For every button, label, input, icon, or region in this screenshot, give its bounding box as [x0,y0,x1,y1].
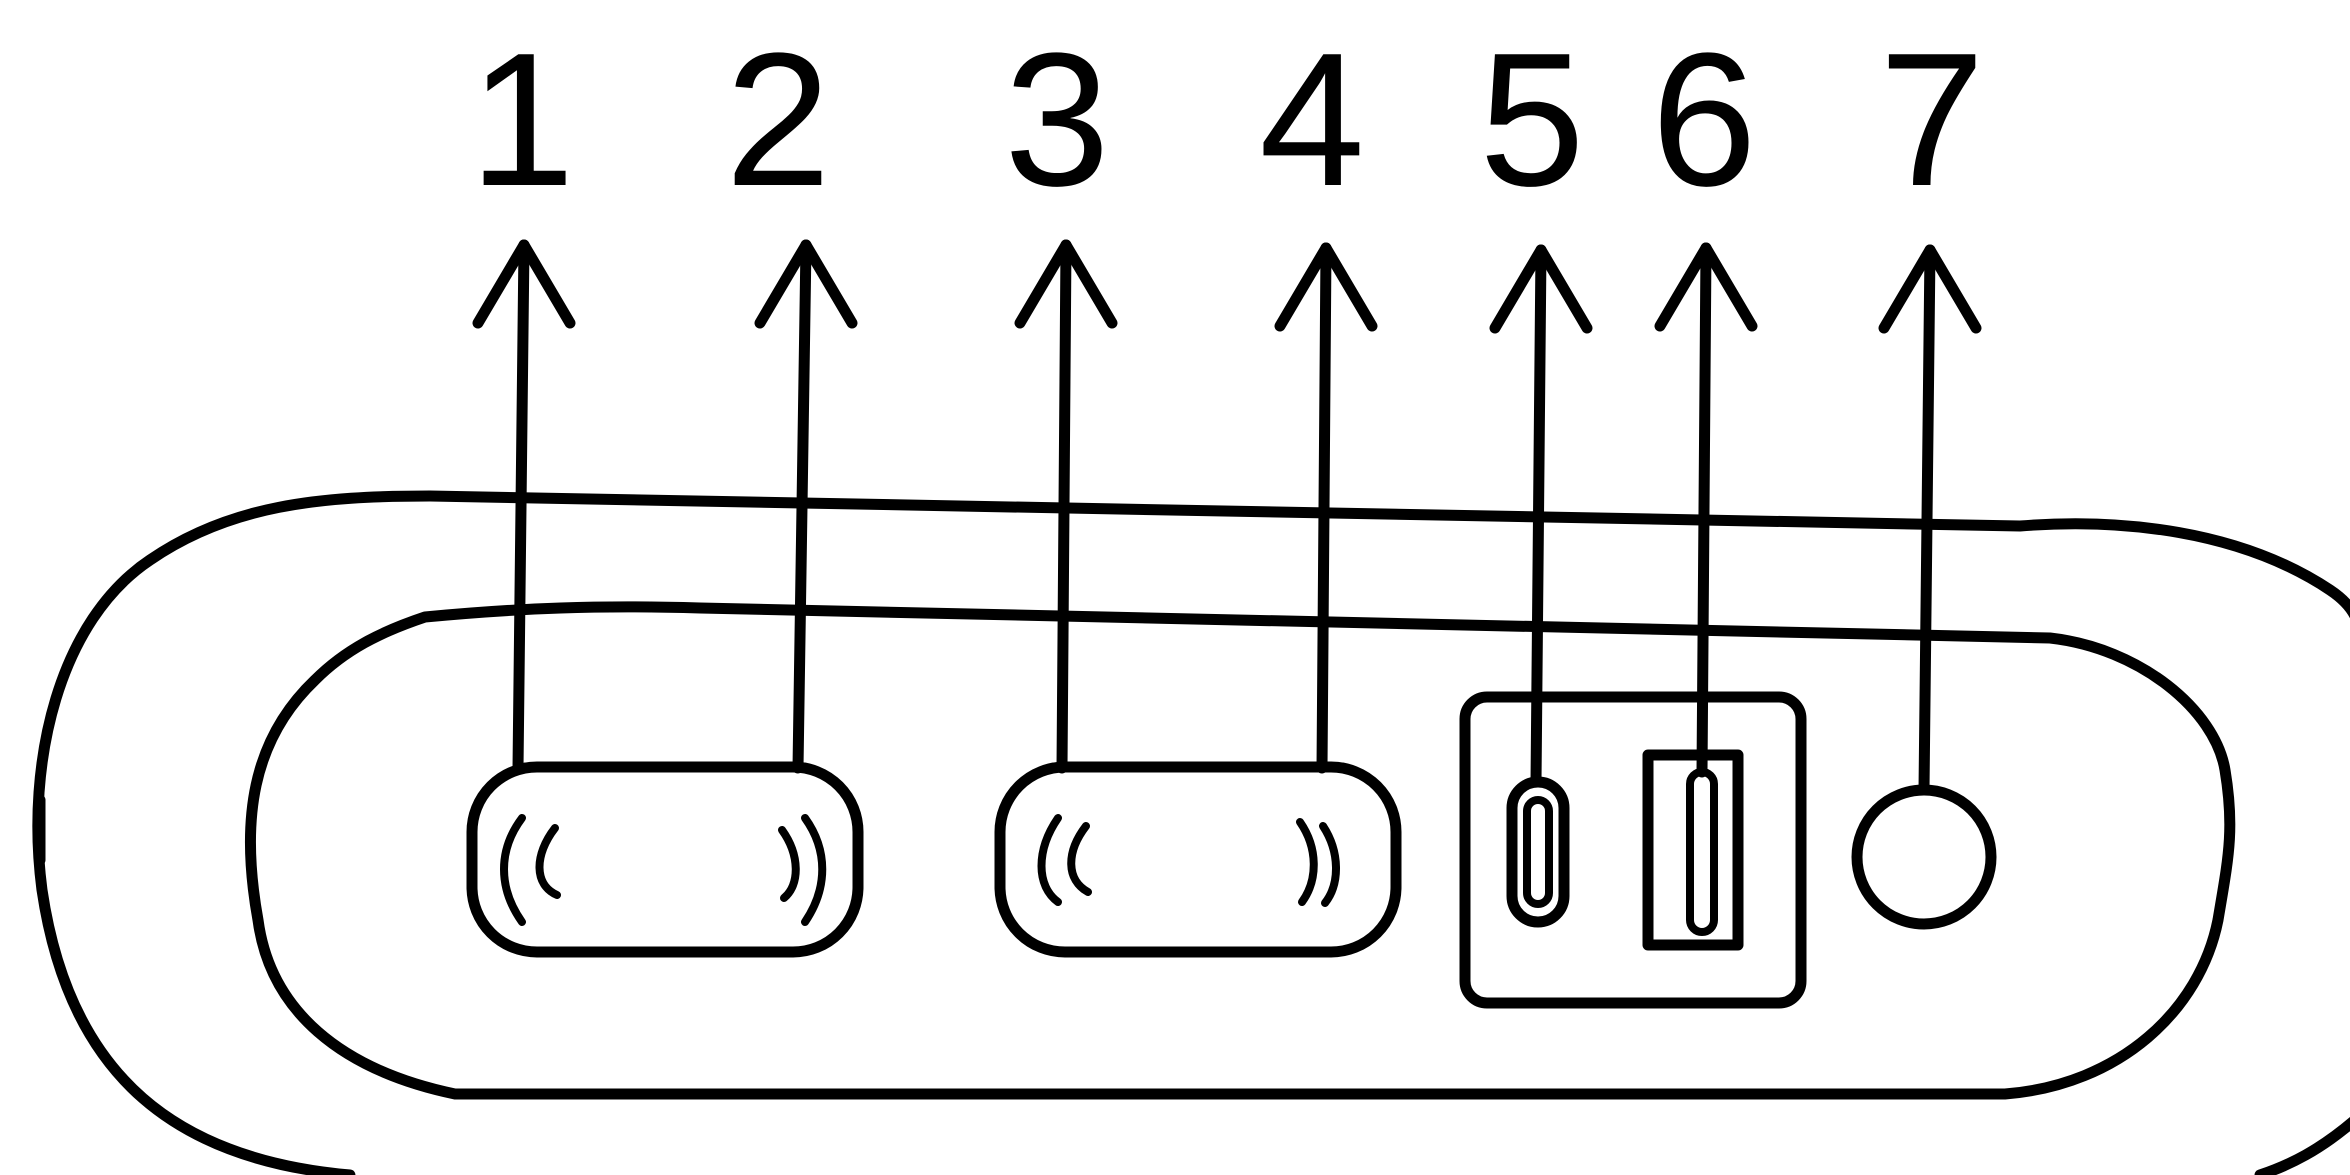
callout-arrow-4 [1316,242,1332,774]
callout-arrows [472,239,1982,796]
device-housing-outer-bottom [2254,1117,2350,1175]
wireless-signal-icon [1067,822,1092,896]
wireless-signal-icon [778,826,800,902]
callout-label-3: 3 [1004,14,1110,226]
callout-arrow-3 [1056,239,1072,774]
arrow-head-icon [1489,244,1593,334]
callout-label-2: 2 [725,14,831,226]
callout-arrow-7 [1918,244,1936,796]
callout-label-1: 1 [469,14,575,226]
arrow-head-icon [1654,242,1758,332]
callout-arrow-2 [792,239,812,774]
usb-c-port-inner [1523,796,1553,908]
callout-arrow-6 [1696,242,1712,778]
usb-a-port-inner [1686,768,1718,936]
usb-port-housing [1459,691,1807,1009]
arrow-head-icon [1878,244,1982,334]
wireless-signal-icon [1037,814,1062,906]
wireless-pad-right [994,761,1402,958]
arrow-head-icon [1274,242,1378,332]
device-housing-outer [32,490,2350,1175]
wireless-signal-icon [535,824,561,899]
wireless-signal-icon [801,814,827,926]
callout-label-5: 5 [1479,14,1585,226]
power-button [1851,784,1997,930]
usb-a-port [1642,749,1744,951]
callout-arrow-1 [512,239,530,774]
wireless-signal-icon [1296,818,1318,906]
callout-label-4: 4 [1259,14,1365,226]
wireless-pad-left [466,761,864,958]
callout-arrow-5 [1530,244,1547,788]
port-panel [244,601,2236,1100]
callout-label-7: 7 [1879,14,1985,226]
arrow-head-icon [754,239,858,329]
arrow-head-icon [472,239,576,329]
arrow-head-icon [1014,239,1118,329]
callout-label-6: 6 [1651,14,1757,226]
wireless-signal-icon [1319,822,1340,907]
wireless-signal-icon [500,814,526,926]
